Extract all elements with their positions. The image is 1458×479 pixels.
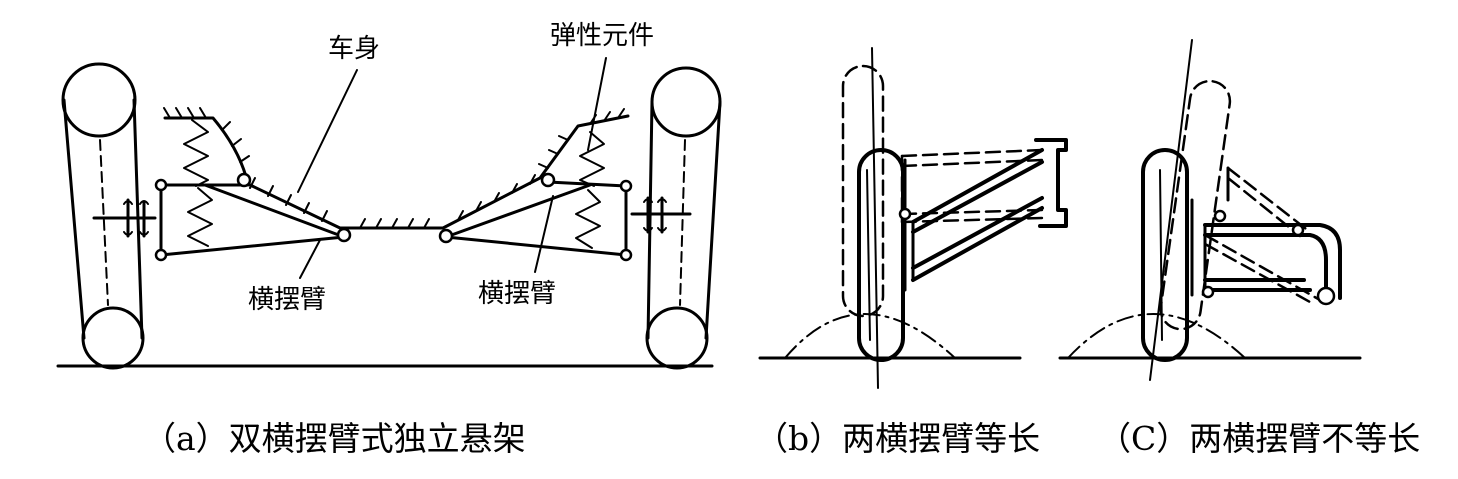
wheel-path-arc-b <box>784 313 956 359</box>
frame-bracket-b <box>1034 138 1068 228</box>
label-elastic-element: 弹性元件 <box>550 21 654 51</box>
left-spring-upper <box>183 119 209 187</box>
leader-arm-left <box>299 239 321 279</box>
wheel-displaced-dashed-b <box>841 64 885 318</box>
wheel-displaced-dashed-c <box>1159 79 1232 331</box>
caption-b: （b）两横摆臂等长 <box>755 419 1040 458</box>
wheel-solid-c <box>1141 148 1189 362</box>
diagram-a-double-wishbone: 车身 弹性元件 横摆臂 横摆臂 （a）双横摆臂式独立悬架 <box>56 21 722 458</box>
vehicle-body-frame <box>163 107 630 230</box>
wheel-solid-b <box>857 148 905 362</box>
leader-arm-right <box>534 195 554 273</box>
label-vehicle-body: 车身 <box>328 34 380 64</box>
control-arms-b <box>898 148 1044 282</box>
wheel-path-arc-c <box>1067 313 1246 359</box>
right-spring-lower <box>575 189 601 249</box>
leader-spring <box>587 57 607 151</box>
vertical-axis-c <box>1149 39 1193 381</box>
control-arms-c <box>1201 166 1342 306</box>
diagram-b-equal-arms: （b）两横摆臂等长 <box>755 47 1068 458</box>
caption-c: （C）两横摆臂不等长 <box>1098 419 1420 458</box>
label-control-arm-left: 横摆臂 <box>248 285 326 315</box>
caption-a: （a）双横摆臂式独立悬架 <box>143 419 526 458</box>
right-control-arms <box>438 131 633 262</box>
right-spring-upper <box>579 131 605 187</box>
left-spring-lower <box>187 187 213 247</box>
left-wheel <box>61 62 157 370</box>
vertical-axis-b <box>871 47 879 389</box>
diagram-c-unequal-arms: （C）两横摆臂不等长 <box>1058 39 1420 458</box>
leader-body <box>297 69 358 193</box>
left-control-arms <box>154 119 352 262</box>
label-control-arm-right: 横摆臂 <box>478 279 556 309</box>
right-wheel <box>630 66 722 370</box>
